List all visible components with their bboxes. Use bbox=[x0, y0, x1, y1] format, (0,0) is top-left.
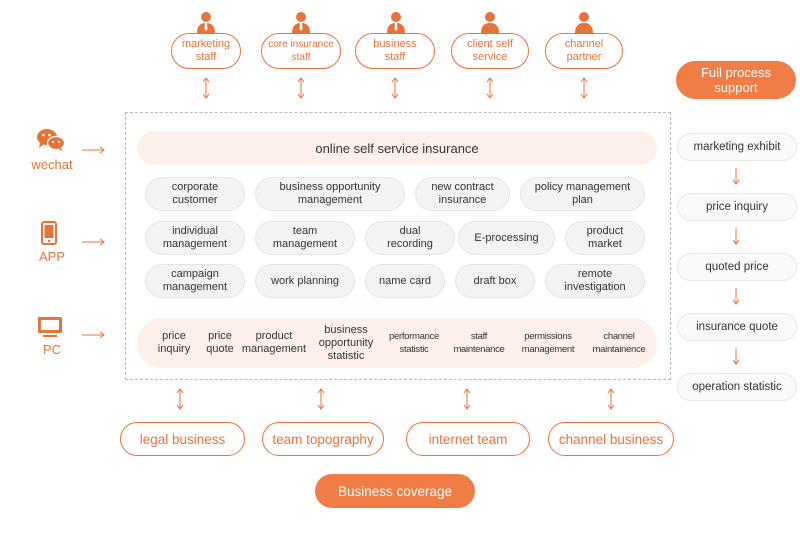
person-icon bbox=[575, 12, 593, 33]
right-arrow bbox=[82, 238, 105, 246]
feature-pill: business opportunity management bbox=[255, 177, 405, 211]
coverage-team-topography: team topography bbox=[262, 422, 384, 456]
feature-pill: new contract insurance bbox=[415, 177, 510, 211]
stat-item: price inquiry bbox=[157, 330, 191, 355]
right-arrow bbox=[82, 146, 105, 154]
bidirectional-arrow bbox=[297, 77, 305, 99]
coverage-legal-business: legal business bbox=[120, 422, 245, 456]
process-step: price inquiry bbox=[677, 193, 797, 221]
bidirectional-arrow bbox=[486, 77, 494, 99]
statistics-bar bbox=[137, 318, 657, 368]
stat-item: staff maintenance bbox=[453, 331, 505, 355]
bidirectional-arrow bbox=[176, 388, 184, 410]
down-arrow bbox=[732, 288, 740, 305]
right-arrow bbox=[82, 331, 105, 339]
role-client-self-service: client self service bbox=[451, 33, 529, 69]
role-marketing-staff: marketing staff bbox=[171, 33, 241, 69]
person-icon bbox=[481, 12, 499, 33]
platform-container bbox=[125, 112, 671, 380]
wechat-icon bbox=[37, 129, 66, 151]
channel-pc-label: PC bbox=[42, 342, 62, 357]
feature-pill: policy management plan bbox=[520, 177, 645, 211]
platform-title: online self service insurance bbox=[137, 131, 657, 165]
coverage-internet-team: internet team bbox=[406, 422, 530, 456]
monitor-icon bbox=[38, 317, 62, 337]
staff-icon bbox=[197, 12, 215, 33]
feature-pill: campaign management bbox=[145, 264, 245, 298]
feature-pill: corporate customer bbox=[145, 177, 245, 211]
channel-app-label: APP bbox=[38, 249, 65, 264]
down-arrow bbox=[732, 348, 740, 365]
stat-item: product management bbox=[241, 330, 307, 355]
role-channel-partner: channel partner bbox=[545, 33, 623, 69]
stat-item: permissions management bbox=[521, 331, 575, 355]
stat-item: channel maintainence bbox=[592, 331, 646, 355]
role-business-staff: business staff bbox=[355, 33, 435, 69]
down-arrow bbox=[732, 168, 740, 185]
process-step: quoted price bbox=[677, 253, 797, 281]
feature-pill: remote investigation bbox=[545, 264, 645, 298]
feature-pill: name card bbox=[365, 264, 445, 298]
down-arrow bbox=[732, 228, 740, 245]
feature-pill: product market bbox=[565, 221, 645, 255]
stat-item: business opportunity statistic bbox=[318, 323, 374, 362]
feature-pill: dual recording bbox=[365, 221, 455, 255]
feature-pill: team management bbox=[255, 221, 355, 255]
bidirectional-arrow bbox=[317, 388, 325, 410]
bidirectional-arrow bbox=[391, 77, 399, 99]
process-step: insurance quote bbox=[677, 313, 797, 341]
phone-icon bbox=[41, 221, 57, 245]
bidirectional-arrow bbox=[463, 388, 471, 410]
role-core-insurance-staff: core insurance staff bbox=[261, 33, 341, 69]
feature-pill: E-processing bbox=[458, 221, 555, 255]
bidirectional-arrow bbox=[580, 77, 588, 99]
staff-icon bbox=[387, 12, 405, 33]
bidirectional-arrow bbox=[607, 388, 615, 410]
channel-wechat-label: wechat bbox=[31, 157, 73, 172]
feature-pill: draft box bbox=[455, 264, 535, 298]
coverage-channel-business: channel business bbox=[548, 422, 674, 456]
process-title: Full process support bbox=[676, 61, 796, 99]
process-step: marketing exhibit bbox=[677, 133, 797, 161]
stat-item: price quote bbox=[206, 330, 234, 355]
feature-pill: work planning bbox=[255, 264, 355, 298]
process-step: operation statistic bbox=[677, 373, 797, 401]
feature-pill: individual management bbox=[145, 221, 245, 255]
stat-item: performance statistic bbox=[388, 331, 440, 355]
staff-icon bbox=[292, 12, 310, 33]
bidirectional-arrow bbox=[202, 77, 210, 99]
coverage-title: Business coverage bbox=[315, 474, 475, 508]
